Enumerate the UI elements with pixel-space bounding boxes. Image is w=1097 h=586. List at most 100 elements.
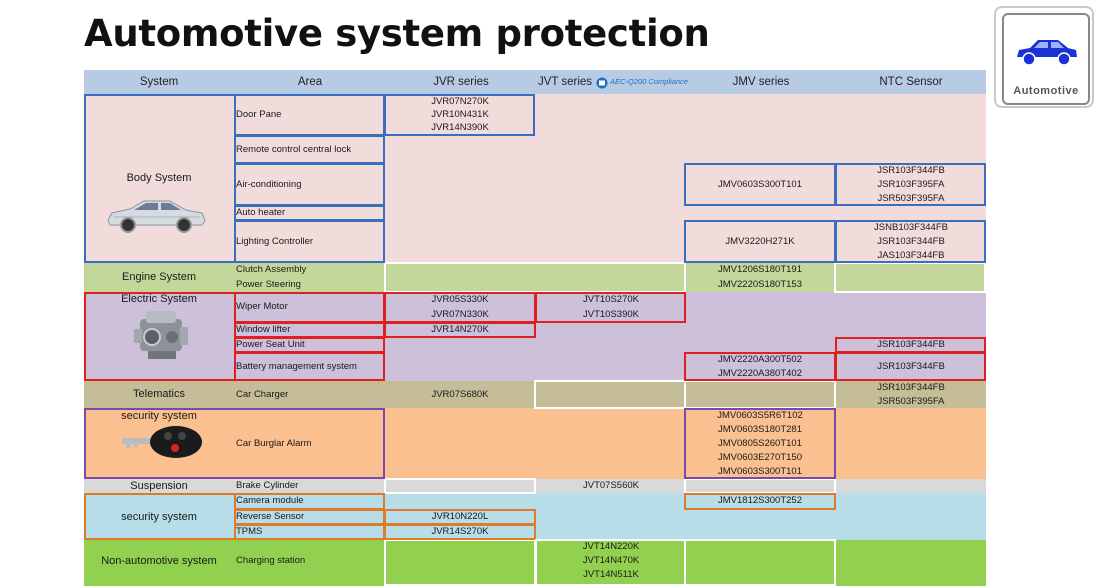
system-label-security2: security system	[121, 511, 197, 523]
ntc-telematics-2: JSR503F395FA	[877, 396, 945, 407]
ntc-air-cell	[835, 163, 986, 206]
jmv-camera-cell	[684, 493, 836, 510]
jvr-door-3: JVR14N390K	[431, 122, 489, 133]
jvt-suspension-1: JVT07S560K	[583, 480, 639, 491]
badge-label: Automotive	[1013, 85, 1079, 97]
jmv-engine-2: JMV2220S180T153	[718, 279, 802, 290]
aec-badge-icon	[596, 77, 608, 89]
area-remote-lock: Remote control central lock	[236, 144, 352, 155]
area-power-steering: Power Steering	[236, 279, 301, 290]
area-clutch-assembly: Clutch Assembly	[236, 264, 307, 275]
system-label-engine: Engine System	[122, 271, 196, 283]
jvt-charging-2: JVT14N470K	[582, 555, 640, 566]
ntc-light-1: JSNB103F344FB	[874, 222, 948, 233]
jvr-window-1: JVR14N270K	[431, 324, 489, 335]
header-jvt: JVT series	[537, 76, 593, 88]
ntc-air-1: JSR103F344FB	[877, 165, 945, 176]
jvt-wiper-1: JVT10S270K	[583, 294, 639, 305]
area-brake-cylinder: Brake Cylinder	[236, 480, 299, 491]
jvt-charging-cell	[535, 539, 686, 586]
jvr-tpms-1: JVR14S270K	[431, 526, 489, 537]
system-label-security: security system	[121, 410, 197, 422]
non-auto-jvr-cell	[384, 539, 536, 586]
area-lighting-controller: Lighting Controller	[236, 236, 314, 247]
header-jvr: JVR series	[433, 76, 489, 88]
header-area: Area	[297, 76, 323, 88]
jvt-wiper-cell	[535, 292, 686, 323]
suspension-jmv-cell	[684, 478, 836, 494]
jvr-telematics-1: JVR07S680K	[431, 389, 489, 400]
jmv-security-1: JMV0603S5R6T102	[717, 410, 803, 421]
header-ntc: NTC Sensor	[879, 76, 943, 88]
car-photo-icon	[107, 200, 206, 233]
non-auto-jmv-cell	[684, 539, 836, 586]
ntc-battery-cell	[835, 352, 986, 381]
telematics-jmv-cell	[684, 380, 836, 409]
ntc-seat-1: JSR103F344FB	[877, 339, 945, 350]
header-jmv: JMV series	[732, 76, 790, 88]
telematics-jvt-cell	[534, 380, 686, 409]
aec-q200-logo: AEC-Q200 Compliance	[596, 76, 688, 90]
page-title: Automotive system protection	[84, 12, 710, 55]
suspension-jvr-cell	[384, 478, 536, 494]
area-battery-management: Battery management system	[236, 361, 357, 372]
jvr-door-1: JVR07N270K	[431, 96, 489, 107]
car-icon	[1017, 40, 1077, 66]
system-label-telematics: Telematics	[133, 388, 185, 400]
jvr-wiper-2: JVR07N330K	[431, 309, 489, 320]
area-air-conditioning: Air-conditioning	[236, 179, 302, 190]
jmv-battery-2: JMV2220A380T402	[718, 368, 802, 379]
ntc-telematics-1: JSR103F344FB	[877, 382, 945, 393]
jvr-door-2: JVR10N431K	[431, 109, 489, 120]
system-label-body: Body System	[126, 172, 192, 184]
jmv-air-1: JMV0603S300T101	[718, 179, 802, 190]
ntc-battery-1: JSR103F344FB	[877, 361, 945, 372]
ntc-light-3: JAS103F344FB	[877, 250, 945, 261]
engine-ntc-cell	[834, 262, 986, 293]
jmv-security-5: JMV0603S300T101	[718, 466, 802, 477]
area-auto-heater: Auto heater	[236, 207, 286, 218]
engine-photo-icon	[134, 311, 188, 359]
area-tpms: TPMS	[236, 526, 263, 537]
jvt-wiper-2: JVT10S390K	[583, 309, 639, 320]
table-header	[84, 70, 986, 94]
jmv-engine-1: JMV1206S180T191	[718, 264, 802, 275]
area-door-pane: Door Pane	[236, 109, 282, 120]
jvt-charging-1: JVT14N220K	[582, 541, 640, 552]
area-car-charger: Car Charger	[236, 389, 289, 400]
area-power-seat-unit: Power Seat Unit	[236, 339, 305, 350]
ntc-air-2: JSR103F395FA	[877, 179, 945, 190]
jvr-window-cell	[384, 322, 536, 338]
area-car-burglar-alarm: Car Burglar Alarm	[236, 438, 312, 449]
jmv-security-4: JMV0603E270T150	[718, 452, 802, 463]
area-reverse-sensor: Reverse Sensor	[236, 511, 305, 522]
area-camera-module: Camera module	[236, 495, 304, 506]
jvt-charging-3: JVT14N511K	[583, 569, 639, 580]
badge-frame: Automotive	[1002, 13, 1090, 105]
jmv-camera-1: JMV1812S300T252	[718, 495, 802, 506]
jvr-door-cell	[384, 94, 535, 136]
ntc-light-cell	[835, 220, 986, 263]
jmv-security-3: JMV0805S260T101	[718, 438, 802, 449]
jmv-battery-1: JMV2220A300T502	[718, 354, 802, 365]
jmv-security-2: JMV0603S180T281	[718, 424, 802, 435]
aec-label: AEC-Q200 Compliance	[610, 77, 688, 86]
area-wiper-motor: Wiper Motor	[236, 301, 288, 312]
engine-jvr-jvt-cell	[384, 262, 686, 293]
lighting-controller-cell	[234, 220, 385, 263]
jmv-light-1: JMV3220H271K	[725, 236, 795, 247]
jvr-tpms-cell	[384, 524, 536, 540]
jvr-reverse-1: JVR10N220L	[431, 511, 489, 522]
ntc-light-2: JSR103F344FB	[877, 236, 945, 247]
system-label-electric: Electric System	[121, 293, 197, 305]
automotive-badge: Automotive	[994, 6, 1094, 108]
system-label-non-auto: Non-automotive system	[101, 555, 217, 567]
battery-management-cell	[234, 352, 385, 381]
ntc-air-3: JSR503F395FA	[877, 193, 945, 204]
security-system-frame	[84, 408, 385, 479]
area-charging-station: Charging station	[236, 555, 306, 566]
car-key-icon	[122, 426, 202, 458]
system-label-suspension: Suspension	[130, 480, 188, 492]
jmv-security-cell	[684, 408, 836, 479]
area-window-lifter: Window lifter	[236, 324, 291, 335]
